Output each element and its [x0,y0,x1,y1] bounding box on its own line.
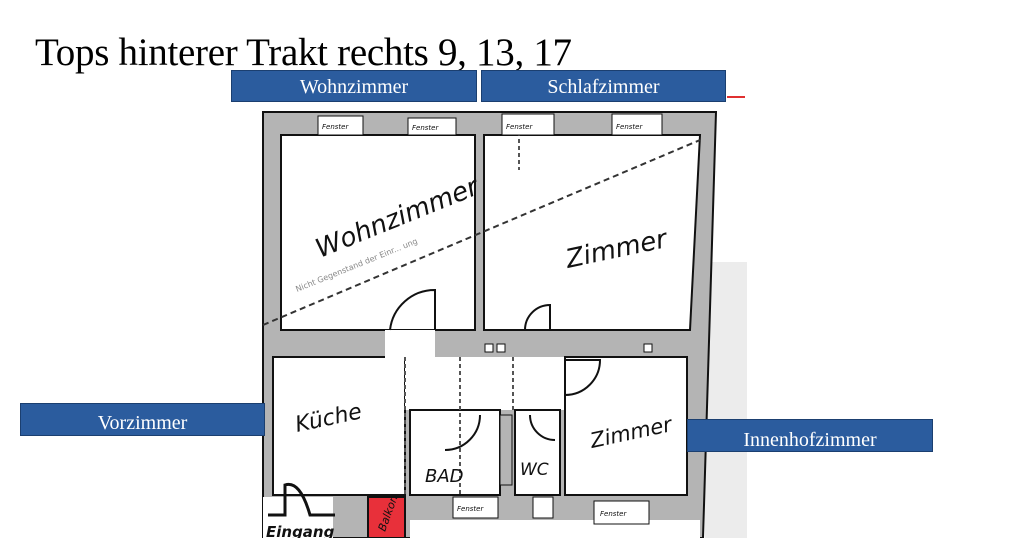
entrance-area [263,497,333,538]
svg-text:Fenster: Fenster [322,123,349,131]
room-wohnzimmer [280,134,476,331]
eingang-label: Eingang [266,523,335,538]
door-arc [524,303,551,331]
door-arc [444,414,481,451]
dashed-boundary [262,139,701,326]
square-marker [643,343,653,353]
svg-text:Fenster: Fenster [506,123,533,131]
svg-text:Fenster: Fenster [616,123,643,131]
neighbor-area [705,262,747,538]
square-marker [484,343,494,353]
svg-text:Fenster: Fenster [457,505,484,513]
label-schlafzimmer: Schlafzimmer [481,70,726,102]
hall [405,357,565,410]
shaft [499,414,513,486]
balkon-marker [367,496,406,538]
svg-text:Fenster: Fenster [600,510,627,518]
label-innenhofzimmer: Innenhofzimmer [687,419,933,452]
door-arc [529,414,556,441]
room-zimmer-top [483,134,702,331]
door-gap [385,330,435,358]
room-wc [514,409,561,496]
window-labels: Fenster Fenster Fenster Fenster Fenster … [322,123,643,518]
door-arc [389,288,436,331]
wc-label: WC [520,460,549,480]
bottom-strip [410,520,700,538]
entrance-door [268,482,335,517]
dashed-hall [404,357,514,495]
room-kueche [272,356,406,496]
bad-label: BAD [425,466,464,487]
svg-text:Fenster: Fenster [412,124,439,132]
label-vorzimmer: Vorzimmer [20,403,265,436]
door-arc [564,359,602,396]
label-wohnzimmer: Wohnzimmer [231,70,477,102]
square-marker [496,343,506,353]
windows [317,113,663,525]
page-title: Tops hinterer Trakt rechts 9, 13, 17 [35,31,572,74]
